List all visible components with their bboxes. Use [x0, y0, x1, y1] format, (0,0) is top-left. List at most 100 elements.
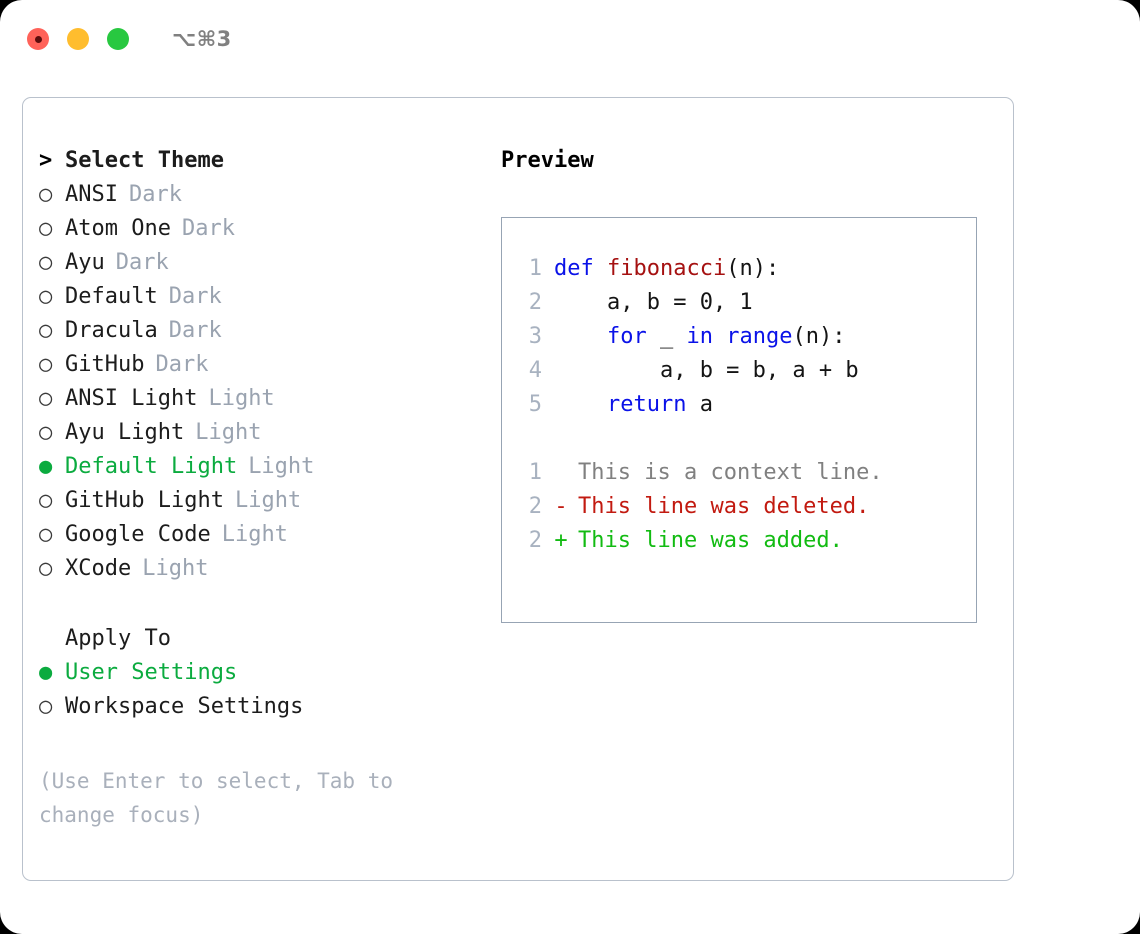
radio-unselected-icon[interactable]: ○: [39, 386, 53, 411]
select-theme-header-label: Select Theme: [65, 148, 224, 173]
keyboard-hint: (Use Enter to select, Tab to change focu…: [39, 769, 394, 827]
theme-option-row[interactable]: ○ Ayu Light Light: [39, 420, 489, 454]
diff-line-number: 2: [528, 494, 542, 519]
theme-option-row[interactable]: ○ Default Dark: [39, 284, 489, 318]
theme-variant-tag: Light: [221, 522, 288, 547]
keyboard-shortcut-label: ⌥⌘3: [172, 27, 232, 51]
code-line-text: for _ in range(n):: [554, 324, 845, 349]
theme-option-label: Google Code: [65, 522, 211, 547]
theme-option-label: Ayu Light: [65, 420, 185, 445]
radio-unselected-icon[interactable]: ○: [39, 488, 53, 513]
code-token: range: [726, 324, 793, 349]
radio-unselected-icon[interactable]: ○: [39, 250, 53, 275]
theme-variant-tag: Dark: [115, 250, 169, 275]
diff-sign-icon: [554, 460, 568, 485]
code-token: [554, 392, 607, 417]
radio-unselected-icon[interactable]: ○: [39, 182, 53, 207]
radio-unselected-icon[interactable]: ○: [39, 216, 53, 241]
theme-option-label: Default: [65, 284, 158, 309]
radio-unselected-icon[interactable]: ○: [39, 420, 53, 445]
theme-variant-tag: Dark: [155, 352, 209, 377]
code-token: (n):: [792, 324, 846, 349]
code-line-number: 4: [528, 358, 542, 383]
preview-title: Preview: [501, 148, 594, 173]
apply-to-options-list: ● User Settings ○Workspace Settings: [39, 660, 489, 728]
code-line-text: a, b = b, a + b: [554, 358, 859, 383]
apply-to-option-label: User Settings: [65, 660, 238, 685]
apply-to-option-row[interactable]: ● User Settings: [39, 660, 489, 694]
diff-line: 1 This is a context line.: [502, 460, 976, 494]
code-token: fibonacci: [606, 256, 727, 281]
close-button[interactable]: [27, 28, 49, 50]
diff-line-text: This is a context line.: [578, 460, 883, 485]
preview-spacer: [502, 426, 976, 460]
radio-unselected-icon[interactable]: ○: [39, 694, 53, 719]
code-line-number: 2: [528, 290, 542, 315]
minimize-button[interactable]: [67, 28, 89, 50]
theme-option-label: GitHub: [65, 352, 145, 377]
code-line-text: return a: [554, 392, 713, 417]
radio-selected-icon[interactable]: ●: [39, 660, 53, 685]
radio-selected-icon[interactable]: ●: [39, 454, 53, 479]
apply-to-section: ○ Apply To ● User Settings ○Workspace Sett…: [39, 626, 489, 728]
theme-variant-tag: Light: [142, 556, 209, 581]
code-line-number: 5: [528, 392, 542, 417]
theme-option-row[interactable]: ○ GitHub Dark: [39, 352, 489, 386]
radio-unselected-icon[interactable]: ○: [39, 556, 53, 581]
theme-variant-tag: Dark: [168, 284, 222, 309]
theme-variant-tag: Dark: [128, 182, 182, 207]
theme-option-label: GitHub Light: [65, 488, 224, 513]
prompt-caret-icon: >: [39, 148, 53, 173]
code-line: 4 a, b = b, a + b: [502, 358, 976, 392]
code-token: _: [646, 324, 687, 349]
theme-option-label: ANSI Light: [65, 386, 198, 411]
code-token: return: [606, 392, 687, 417]
radio-unselected-icon[interactable]: ○: [39, 284, 53, 309]
code-token: a, b = b, a + b: [554, 358, 859, 383]
theme-variant-tag: Light: [195, 420, 262, 445]
theme-option-label: Dracula: [65, 318, 158, 343]
theme-option-row[interactable]: ○ ANSI Dark: [39, 182, 489, 216]
code-token: for: [606, 324, 647, 349]
code-token: [554, 324, 607, 349]
radio-unselected-icon[interactable]: ○: [39, 318, 53, 343]
apply-to-option-row[interactable]: ○Workspace Settings: [39, 694, 489, 728]
traffic-lights: [27, 28, 129, 50]
radio-unselected-icon[interactable]: ○: [39, 352, 53, 377]
theme-option-row[interactable]: ○ ANSI Light Light: [39, 386, 489, 420]
theme-option-row[interactable]: ○ Atom One Dark: [39, 216, 489, 250]
theme-option-label: XCode: [65, 556, 132, 581]
theme-option-label: Atom One: [65, 216, 171, 241]
code-line-number: 3: [528, 324, 542, 349]
theme-option-row[interactable]: ○ Google Code Light: [39, 522, 489, 556]
code-line-text: a, b = 0, 1: [554, 290, 753, 315]
window-titlebar: ⌥⌘3: [0, 0, 1140, 78]
zoom-button[interactable]: [107, 28, 129, 50]
apply-to-header: ○ Apply To: [39, 626, 489, 660]
theme-variant-tag: Light: [208, 386, 275, 411]
recording-dot-icon: [34, 35, 42, 43]
diff-line-text: This line was deleted.: [578, 494, 870, 519]
code-token: def: [554, 256, 607, 281]
theme-option-row[interactable]: ○ Dracula Dark: [39, 318, 489, 352]
theme-variant-tag: Light: [248, 454, 315, 479]
code-line: 2 a, b = 0, 1: [502, 290, 976, 324]
diff-line-number: 1: [528, 460, 542, 485]
spacer-icon: ○: [39, 626, 65, 651]
theme-option-row[interactable]: ○ XCode Light: [39, 556, 489, 590]
theme-variant-tag: Dark: [168, 318, 222, 343]
radio-unselected-icon[interactable]: ○: [39, 522, 53, 547]
theme-option-label: ANSI: [65, 182, 118, 207]
code-line: 3 for _ in range(n):: [502, 324, 976, 358]
theme-variant-tag: Dark: [181, 216, 235, 241]
